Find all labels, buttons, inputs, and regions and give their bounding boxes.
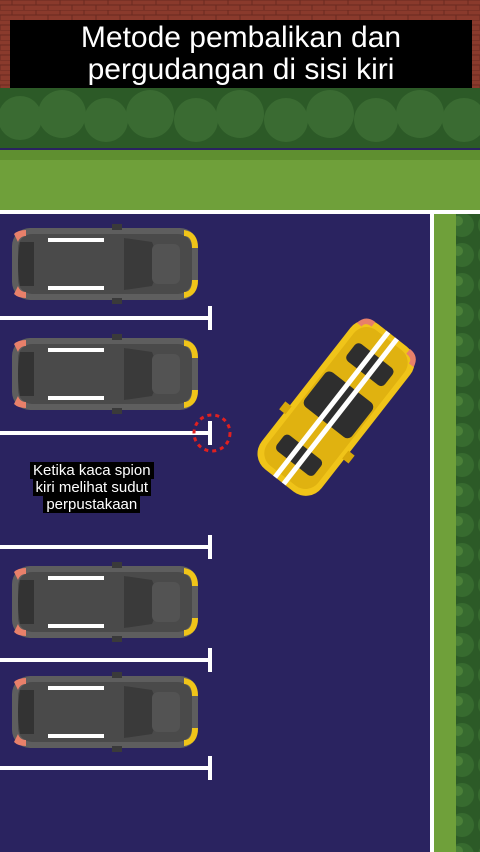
caption-box: Ketika kaca spion kiri melihat sudut per… bbox=[30, 462, 154, 513]
parked-car-icon bbox=[12, 224, 198, 304]
lot-right-line bbox=[430, 212, 434, 852]
parked-car-icon bbox=[12, 334, 198, 414]
mirror-target-icon bbox=[192, 413, 232, 453]
title-line-2: pergudangan di sisi kiri bbox=[87, 53, 395, 86]
caption-line-2: kiri melihat sudut bbox=[32, 479, 152, 496]
stall-lines bbox=[0, 306, 212, 780]
parked-car-icon bbox=[12, 562, 198, 642]
hedge-bushes bbox=[0, 90, 480, 142]
title-line-1: Metode pembalikan dan bbox=[80, 21, 402, 54]
title-banner: Metode pembalikan dan pergudangan di sis… bbox=[10, 20, 472, 88]
caption-line-1: Ketika kaca spion bbox=[30, 462, 154, 479]
hedge-right bbox=[456, 214, 480, 852]
caption-line-3: perpustakaan bbox=[43, 496, 141, 513]
yellow-car-icon bbox=[257, 318, 416, 496]
lot-top-line bbox=[0, 210, 480, 214]
parking-lot bbox=[0, 210, 480, 852]
parked-car-icon bbox=[12, 672, 198, 752]
